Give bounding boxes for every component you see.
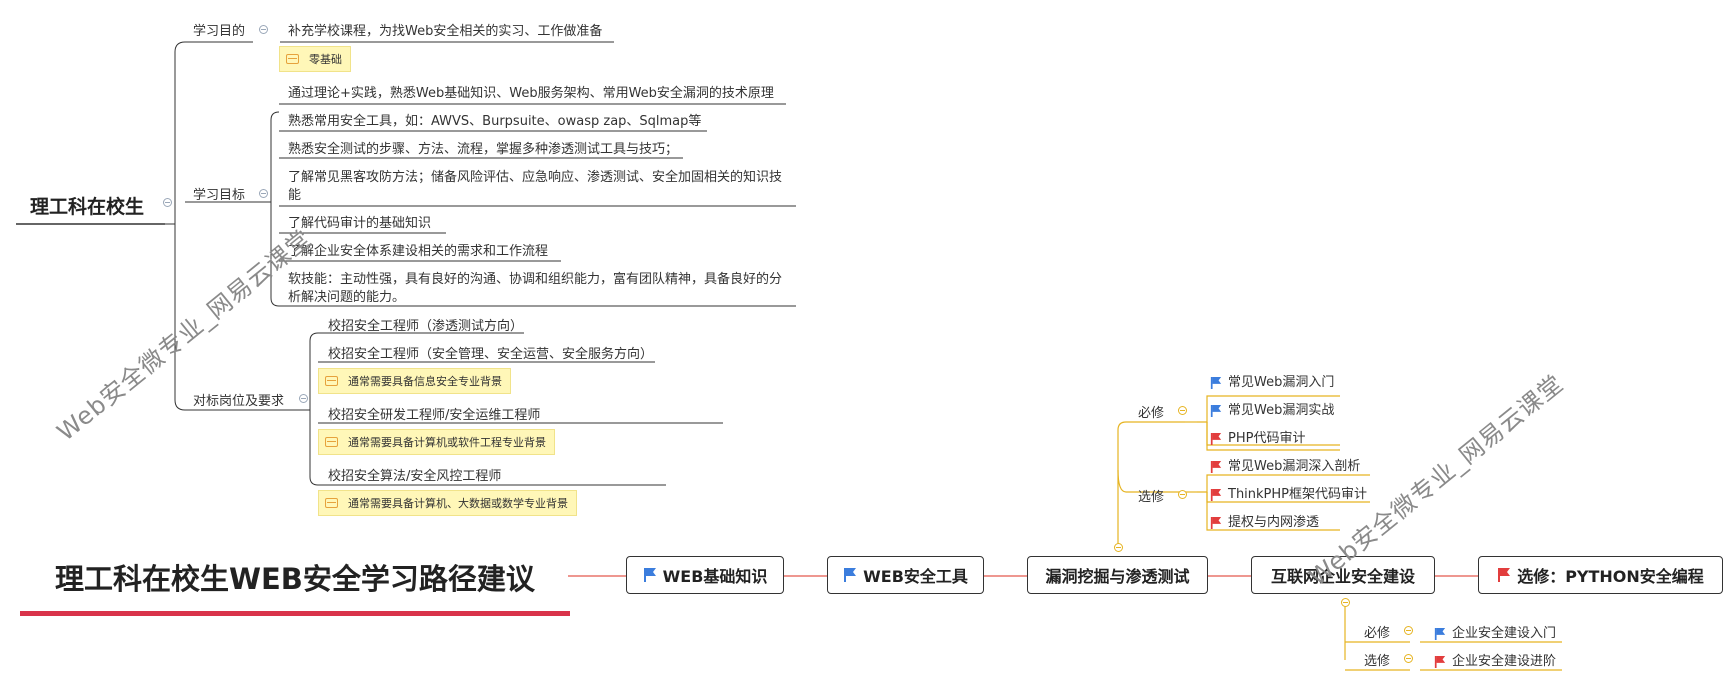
- enterprise-required-collapse-icon[interactable]: [1404, 626, 1413, 635]
- position-item: 校招安全工程师（安全管理、安全运营、安全服务方向）: [328, 347, 654, 362]
- branch-purpose-collapse-icon[interactable]: [259, 25, 268, 34]
- path-node-web-tools[interactable]: WEB安全工具: [827, 556, 984, 594]
- goal-item: 了解代码审计的基础知识: [288, 216, 432, 231]
- topic-collapse-icon[interactable]: [163, 198, 172, 207]
- note-cs-background: 通常需要具备计算机或软件工程专业背景: [318, 429, 555, 455]
- vuln-required-item: PHP代码审计: [1210, 427, 1305, 446]
- main-title: 理工科在校生WEB安全学习路径建议: [55, 562, 535, 596]
- path-node-python-elective[interactable]: 选修：PYTHON安全编程: [1478, 556, 1723, 594]
- vuln-collapse-icon[interactable]: [1114, 543, 1123, 552]
- goal-item-continued: 析解决问题的能力。: [288, 290, 406, 305]
- enterprise-elective-item: 企业安全建设进阶: [1434, 650, 1556, 669]
- enterprise-elective-collapse-icon[interactable]: [1404, 654, 1413, 663]
- note-zero-basis-text: 零基础: [309, 53, 342, 66]
- vuln-elective-item: 提权与内网渗透: [1210, 511, 1319, 530]
- vuln-required-item-label: PHP代码审计: [1228, 431, 1306, 446]
- vuln-elective-item-label: ThinkPHP框架代码审计: [1228, 487, 1368, 502]
- goal-item: 了解常见黑客攻防方法；储备风险评估、应急响应、渗透测试、安全加固相关的知识技: [288, 170, 783, 185]
- red-flag-icon: [1434, 655, 1446, 669]
- note-icon: [325, 498, 338, 508]
- vuln-elective-item: ThinkPHP框架代码审计: [1210, 483, 1367, 502]
- blue-flag-icon: [1210, 376, 1222, 390]
- branch-goals-label: 学习目标: [193, 188, 246, 203]
- enterprise-required-label: 必修: [1364, 626, 1391, 641]
- note-icon: [325, 437, 338, 447]
- goal-item: 熟悉安全测试的步骤、方法、流程，掌握多种渗透测试工具与技巧；: [288, 142, 679, 157]
- note-bigdata-background: 通常需要具备计算机、大数据或数学专业背景: [318, 490, 577, 516]
- branch-purpose-label: 学习目的: [193, 24, 246, 39]
- vuln-required-label: 必修: [1138, 406, 1165, 421]
- path-node-label: 互联网企业安全建设: [1270, 567, 1415, 586]
- note-text: 通常需要具备信息安全专业背景: [348, 375, 502, 388]
- path-node-label: WEB基础知识: [662, 567, 768, 586]
- vuln-required-item: 常见Web漏洞入门: [1210, 371, 1334, 390]
- enterprise-elective-label: 选修: [1364, 654, 1391, 669]
- path-node-label: 漏洞挖掘与渗透测试: [1045, 567, 1190, 586]
- position-item: 校招安全工程师（渗透测试方向）: [328, 319, 524, 334]
- vuln-required-item: 常见Web漏洞实战: [1210, 399, 1334, 418]
- goal-item: 通过理论+实践，熟悉Web基础知识、Web服务架构、常用Web安全漏洞的技术原理: [288, 86, 774, 101]
- red-flag-icon: [1210, 432, 1222, 446]
- purpose-text: 补充学校课程，为找Web安全相关的实习、工作做准备: [288, 24, 603, 39]
- path-node-enterprise-security[interactable]: 互联网企业安全建设: [1251, 556, 1435, 594]
- vuln-elective-label: 选修: [1138, 490, 1165, 505]
- vuln-required-item-label: 常见Web漏洞实战: [1228, 403, 1335, 418]
- branch-positions-label: 对标岗位及要求: [193, 394, 285, 409]
- goal-item: 了解企业安全体系建设相关的需求和工作流程: [288, 244, 549, 259]
- path-node-label: WEB安全工具: [863, 567, 968, 586]
- vuln-required-collapse-icon[interactable]: [1178, 406, 1187, 415]
- path-node-web-basics[interactable]: WEB基础知识: [626, 556, 784, 594]
- enterprise-required-item-label: 企业安全建设入门: [1452, 626, 1557, 641]
- vuln-elective-item-label: 提权与内网渗透: [1228, 515, 1320, 530]
- position-item: 校招安全研发工程师/安全运维工程师: [328, 408, 541, 423]
- goal-item-continued: 能: [288, 188, 302, 203]
- goal-item: 熟悉常用安全工具，如：AWVS、Burpsuite、owasp zap、Sqlm…: [288, 114, 702, 129]
- path-node-label: 选修：PYTHON安全编程: [1517, 567, 1704, 586]
- branch-positions-collapse-icon[interactable]: [299, 394, 308, 403]
- note-icon: [286, 54, 299, 64]
- vuln-elective-item-label: 常见Web漏洞深入剖析: [1228, 459, 1361, 474]
- enterprise-required-item: 企业安全建设入门: [1434, 622, 1556, 641]
- enterprise-elective-item-label: 企业安全建设进阶: [1452, 654, 1557, 669]
- blue-flag-icon: [843, 567, 857, 583]
- note-icon: [325, 376, 338, 386]
- red-flag-icon: [1497, 567, 1511, 583]
- vuln-elective-collapse-icon[interactable]: [1178, 490, 1187, 499]
- vuln-elective-item: 常见Web漏洞深入剖析: [1210, 455, 1360, 474]
- blue-flag-icon: [643, 567, 657, 583]
- topic-label: 理工科在校生: [30, 196, 145, 218]
- note-zero-basis: 零基础: [279, 46, 351, 72]
- vuln-required-item-label: 常见Web漏洞入门: [1228, 375, 1335, 390]
- enterprise-collapse-icon[interactable]: [1341, 598, 1350, 607]
- path-node-vuln-pentest[interactable]: 漏洞挖掘与渗透测试: [1027, 556, 1208, 594]
- blue-flag-icon: [1434, 627, 1446, 641]
- position-item: 校招安全算法/安全风控工程师: [328, 469, 502, 484]
- goal-item: 软技能：主动性强，具有良好的沟通、协调和组织能力，富有团队精神，具备良好的分: [288, 272, 783, 287]
- note-text: 通常需要具备计算机、大数据或数学专业背景: [348, 497, 568, 510]
- red-flag-icon: [1210, 488, 1222, 502]
- red-flag-icon: [1210, 516, 1222, 530]
- red-flag-icon: [1210, 460, 1222, 474]
- note-text: 通常需要具备计算机或软件工程专业背景: [348, 436, 546, 449]
- blue-flag-icon: [1210, 404, 1222, 418]
- note-infosec-background: 通常需要具备信息安全专业背景: [318, 368, 511, 394]
- branch-goals-collapse-icon[interactable]: [259, 189, 268, 198]
